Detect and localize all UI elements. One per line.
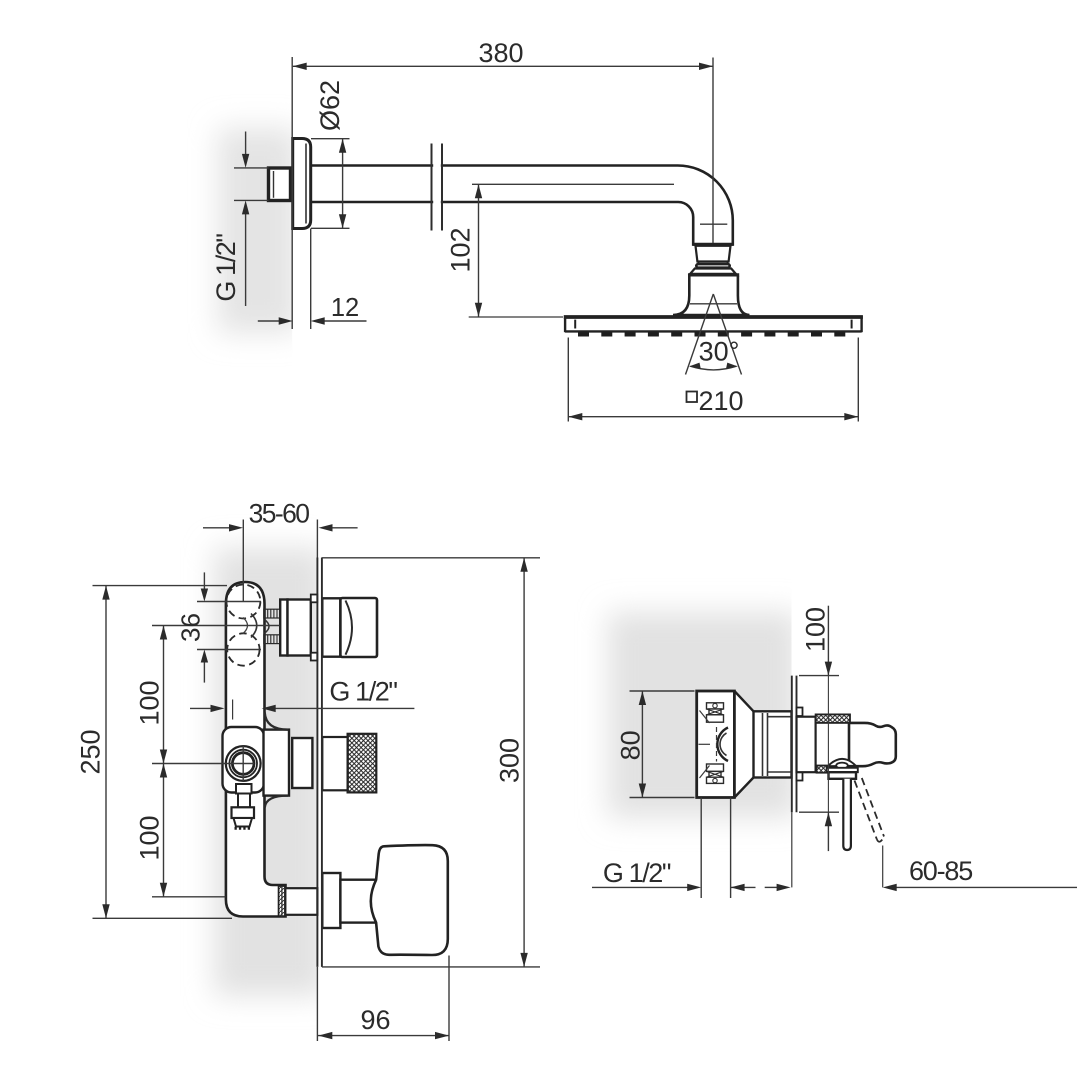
svg-text:250: 250 (76, 729, 106, 774)
svg-text:30°: 30° (699, 337, 740, 367)
svg-text:96: 96 (360, 1005, 390, 1035)
svg-text:100: 100 (135, 680, 165, 725)
svg-text:12: 12 (331, 294, 359, 322)
svg-text:102: 102 (446, 227, 476, 272)
svg-text:36: 36 (176, 613, 206, 642)
svg-text:300: 300 (495, 738, 525, 783)
svg-text:G 1/2": G 1/2" (329, 677, 397, 707)
svg-text:100: 100 (135, 815, 165, 860)
svg-text:60-85: 60-85 (909, 856, 972, 886)
svg-text:G 1/2": G 1/2" (211, 234, 241, 302)
svg-text:100: 100 (801, 607, 831, 652)
svg-text:35-60: 35-60 (249, 499, 310, 529)
svg-text:80: 80 (616, 730, 646, 760)
svg-text:G 1/2": G 1/2" (603, 858, 671, 888)
svg-text:Ø62: Ø62 (315, 80, 345, 131)
svg-text:380: 380 (478, 38, 523, 68)
svg-text:210: 210 (698, 386, 743, 416)
